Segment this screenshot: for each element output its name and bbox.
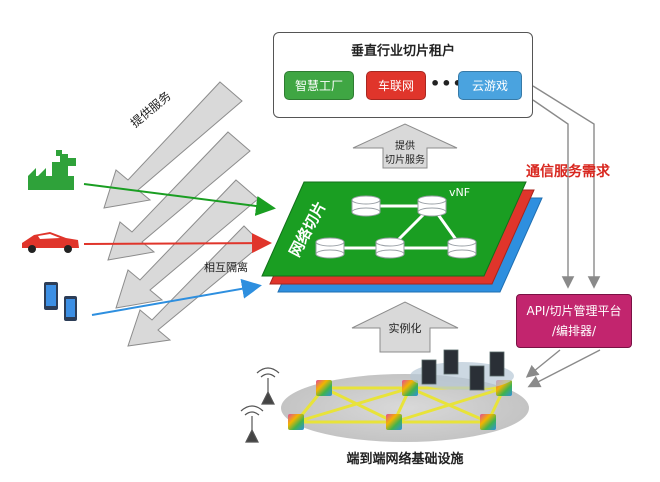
network-node-1 xyxy=(316,380,332,396)
antenna-icon-1 xyxy=(256,367,280,405)
api-orchestrator-box[interactable]: API/切片管理平台 /编排器/ xyxy=(516,294,632,348)
tenant-box-title: 垂直行业切片租户 xyxy=(350,44,455,59)
provide-service-label: 提供服务 xyxy=(127,88,173,130)
infrastructure-platform xyxy=(281,374,529,442)
tenant-smart-factory[interactable]: 智慧工厂 xyxy=(284,71,354,100)
vnf-node-1 xyxy=(351,195,381,217)
comm-demand-label: 通信服务需求 xyxy=(526,163,611,180)
factory-icon xyxy=(28,150,76,190)
instantiate-label: 实例化 xyxy=(389,321,422,335)
car-icon xyxy=(22,232,79,253)
provide-slice-arrow xyxy=(352,123,458,169)
vnf-node-3 xyxy=(315,237,345,259)
green-arrow xyxy=(83,183,276,216)
provide-slice-label-1: 提供 xyxy=(395,139,415,152)
api-line-2: /编排器/ xyxy=(551,324,597,338)
vnf-label: vNF xyxy=(449,186,470,199)
instantiate-arrow xyxy=(351,301,459,353)
api-line-1: API/切片管理平台 xyxy=(526,304,622,318)
tenant-box: 垂直行业切片租户 智慧工厂 车联网 ••• 云游戏 xyxy=(273,32,533,118)
network-nodes xyxy=(288,380,512,430)
antenna-icon-2 xyxy=(240,405,264,443)
tenant-ellipsis: ••• xyxy=(430,74,464,93)
isolation-label: 相互隔离 xyxy=(204,260,248,274)
network-node-5 xyxy=(386,414,402,430)
server-cluster xyxy=(410,349,514,391)
vnf-nodes xyxy=(315,195,477,259)
network-node-6 xyxy=(480,414,496,430)
tenant-connected-vehicles[interactable]: 车联网 xyxy=(366,71,426,100)
network-node-2 xyxy=(402,380,418,396)
server-icon-4 xyxy=(489,351,505,377)
vnf-node-4 xyxy=(375,237,405,259)
provide-service-arrows xyxy=(103,81,263,347)
network-node-4 xyxy=(288,414,304,430)
provide-slice-label-2: 切片服务 xyxy=(385,153,425,166)
infrastructure-label: 端到端网络基础设施 xyxy=(346,451,463,467)
blue-arrow xyxy=(91,278,262,316)
server-icon-3 xyxy=(469,365,485,391)
api-infra-line-2 xyxy=(527,349,601,388)
vnf-node-2 xyxy=(417,195,447,217)
demand-line-2 xyxy=(532,85,601,289)
api-infra-line-1 xyxy=(525,349,561,378)
server-icon-2 xyxy=(443,349,459,375)
gray-arrow-1 xyxy=(103,81,243,209)
phone-icon xyxy=(44,282,77,321)
server-icon-1 xyxy=(421,359,437,385)
demand-line-1 xyxy=(532,99,575,289)
antenna-icons xyxy=(240,367,280,443)
vnf-node-5 xyxy=(447,237,477,259)
gray-arrow-4 xyxy=(127,225,263,347)
red-arrow xyxy=(83,233,272,254)
tenant-cloud-gaming[interactable]: 云游戏 xyxy=(458,71,522,100)
